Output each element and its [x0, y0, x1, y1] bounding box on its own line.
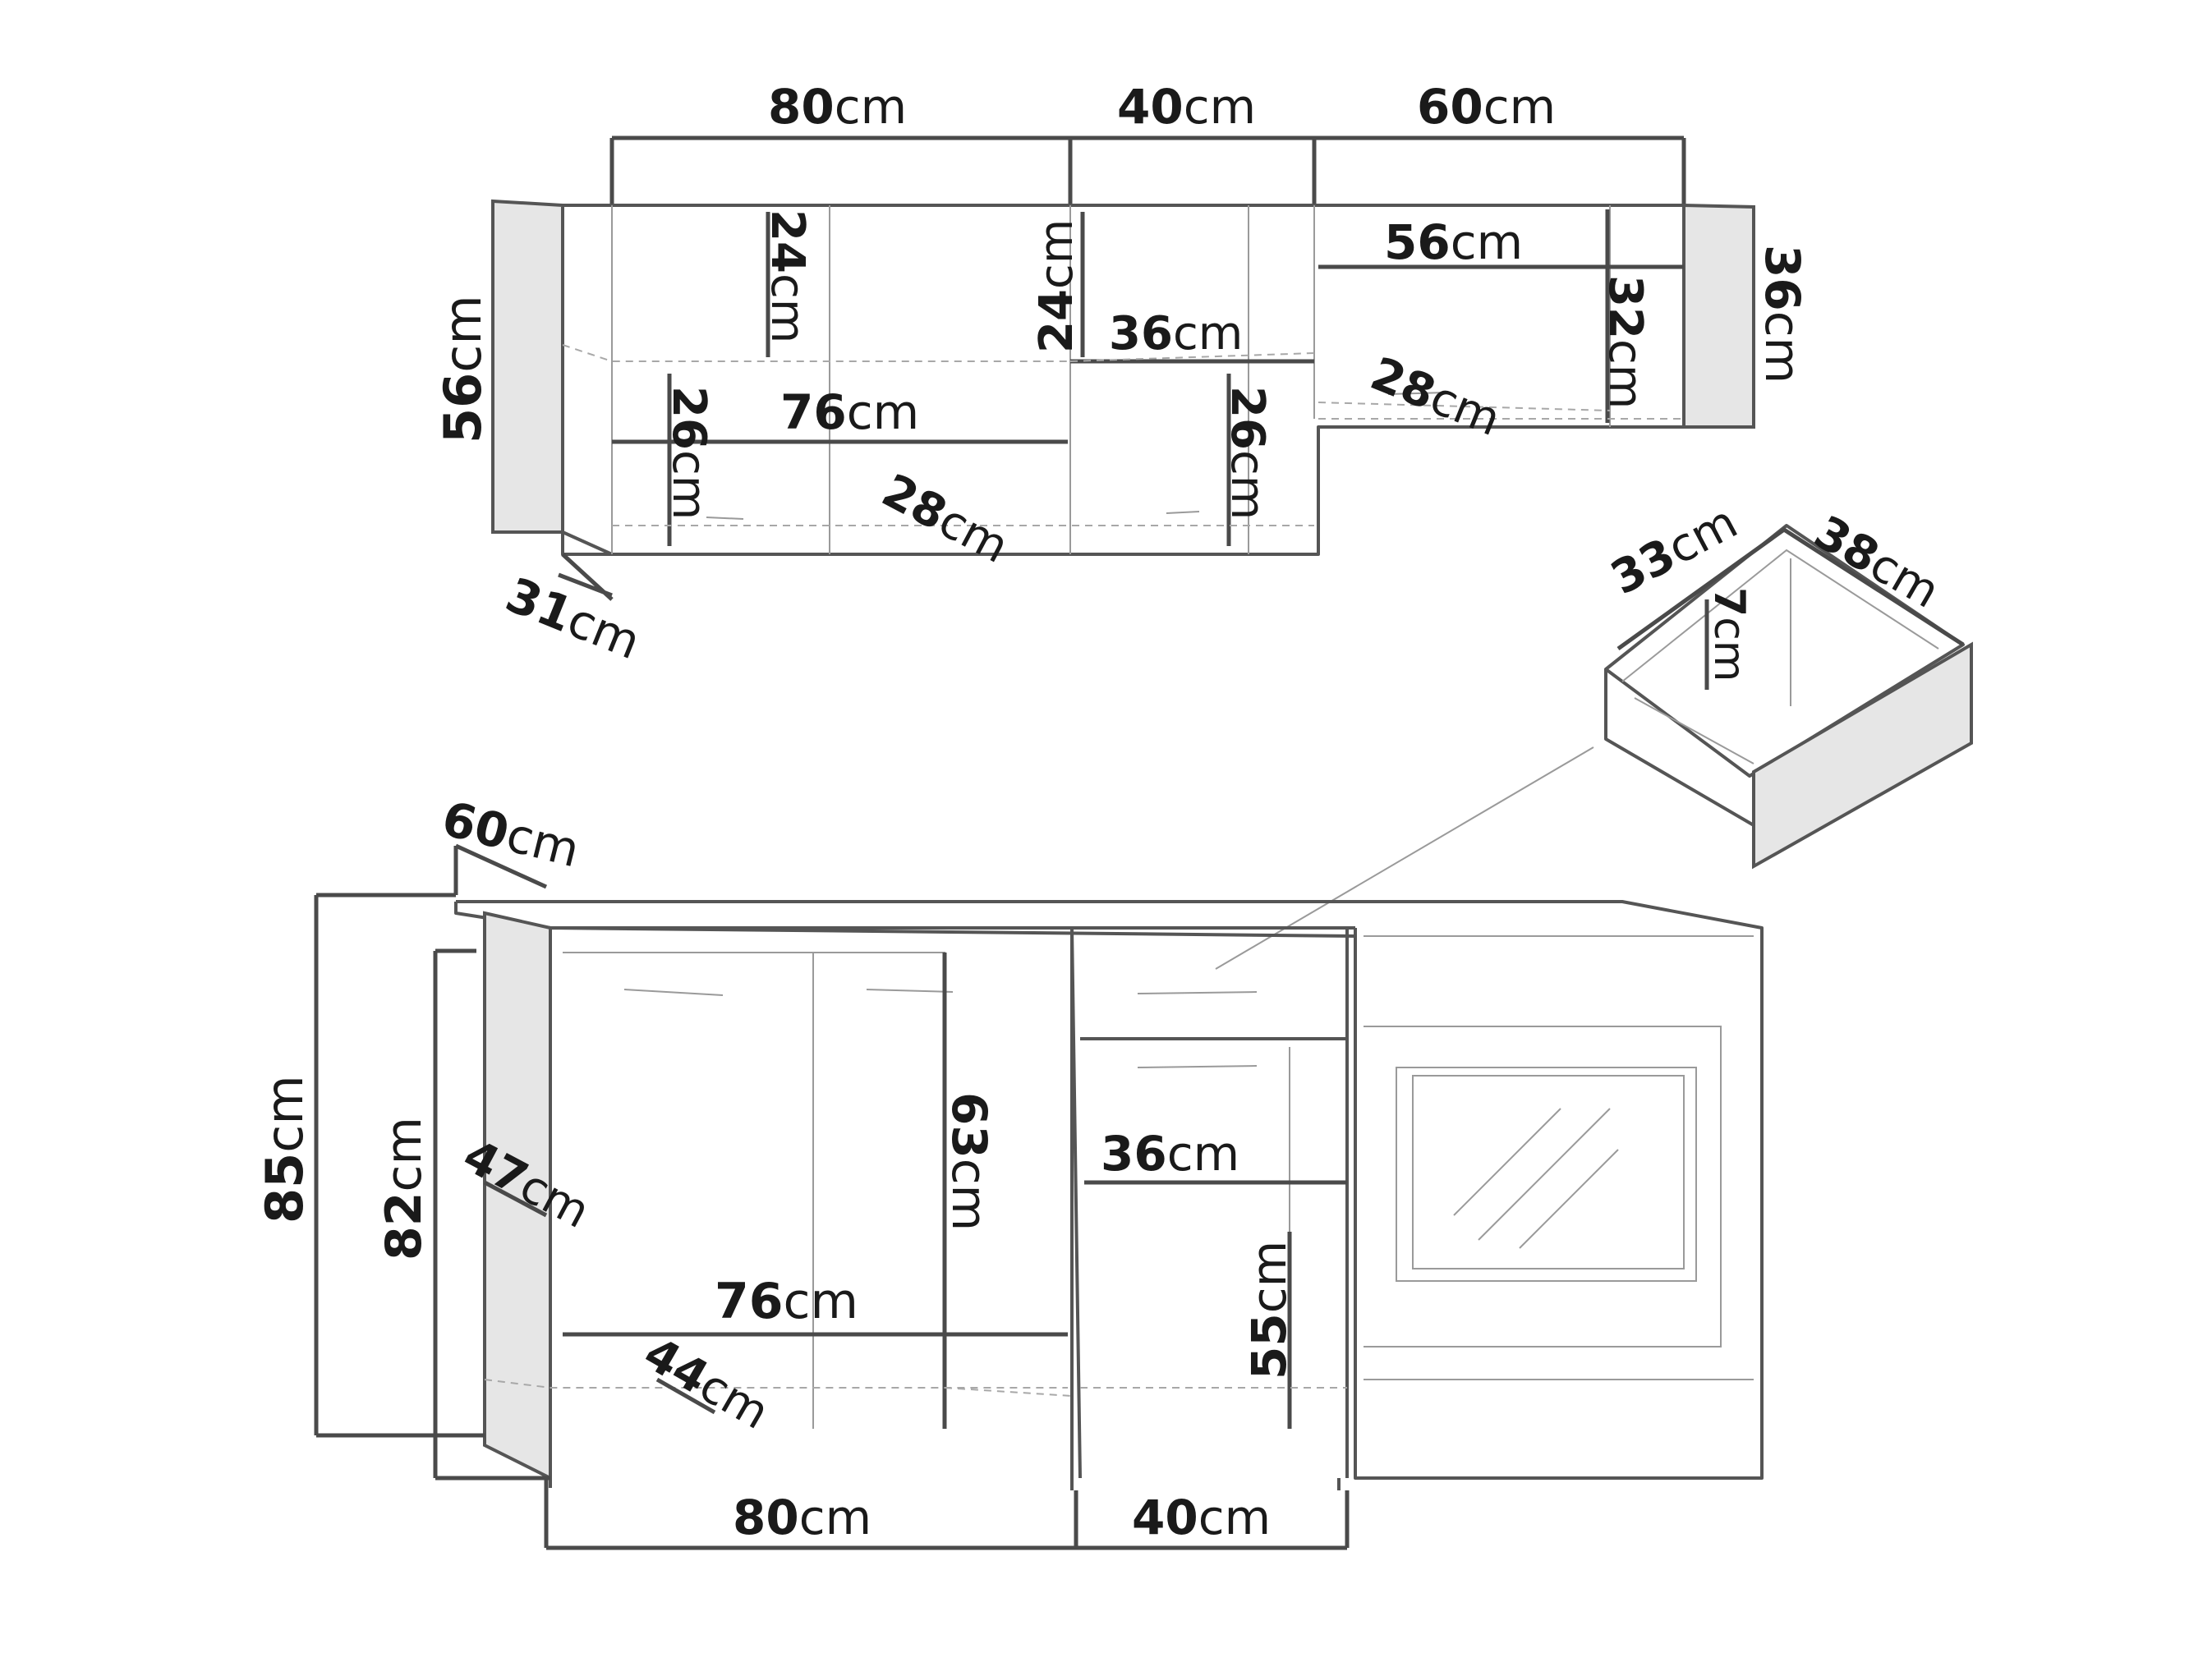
wall-left-lower-h1-value: 26 [662, 386, 715, 450]
base-top-depth-label: 60cm [437, 791, 586, 879]
wall-left-lower-h1-unit: cm [662, 450, 715, 520]
wall-right-shelf-height: 32cm [1598, 275, 1652, 409]
base-inner-height-label-value: 63 [941, 1092, 997, 1159]
countertop [454, 900, 1764, 1480]
wall-width-80-label-value: 80 [768, 79, 835, 135]
base-shelf-width-label-value: 76 [715, 1273, 784, 1330]
wall-left-shelf-width: 76cm [780, 384, 919, 440]
wall-right-side-panel [1682, 203, 1755, 429]
wall-left-shelf-h2-unit: cm [1030, 219, 1083, 289]
base-bottom-width-80-label: 80cm [733, 1490, 871, 1545]
base-bottom-width-40-label-value: 40 [1132, 1490, 1198, 1545]
wall-left-lower-h2-unit: cm [1221, 450, 1274, 520]
drawer-height-label: 7cm [1704, 587, 1754, 682]
base-middle-inner-height-label: 55cm [1241, 1241, 1297, 1380]
drawer-height-label-unit: cm [1704, 617, 1754, 682]
base-inner-height-label: 63cm [941, 1092, 997, 1231]
wall-corner-depth-label: 36cm [1754, 245, 1810, 383]
wall-width-40-label-value: 40 [1117, 79, 1184, 135]
wall-width-80-label: 80cm [768, 79, 907, 135]
base-shelf-width-label: 76cm [715, 1273, 858, 1330]
wall-middle-shelf-width-value: 36 [1109, 307, 1173, 360]
wall-left-lower-h1: 26cm [662, 386, 715, 520]
base-bottom-width-80-label-unit: cm [799, 1490, 871, 1545]
wall-cabinets [491, 135, 1755, 601]
wall-left-shelf-h1-unit: cm [761, 273, 814, 343]
drawer-depth-label: 38cm [1805, 506, 1948, 619]
wall-width-60-label: 60cm [1417, 79, 1556, 135]
base-total-height-label-value: 85 [255, 1153, 315, 1224]
wall-height-label-value: 56 [433, 373, 493, 443]
base-total-height-label: 85cm [255, 1075, 315, 1224]
base-carcass-height-label-value: 82 [375, 1192, 433, 1261]
wall-left-shelf-depth: 28cm [873, 464, 1017, 574]
wall-left-shelf-width-value: 76 [780, 384, 847, 440]
wall-middle-shelf-width: 36cm [1109, 307, 1243, 360]
base-carcass-height-label: 82cm [375, 1117, 433, 1260]
wall-height-label-unit: cm [433, 295, 493, 372]
wall-left-shelf-width-unit: cm [847, 384, 919, 440]
wall-height-label: 56cm [433, 295, 493, 443]
wall-left-shelf-h2: 24cm [1030, 219, 1083, 353]
wall-left-side-panel [491, 199, 564, 534]
wall-right-shelf-width-value: 56 [1384, 214, 1451, 270]
base-middle-shelf-width-label-value: 36 [1101, 1126, 1167, 1182]
wall-left-shelf-h1-value: 24 [761, 209, 814, 273]
base-bottom-width-40-label: 40cm [1132, 1490, 1271, 1545]
wall-middle-shelf-width-unit: cm [1173, 307, 1243, 360]
wall-width-40-label: 40cm [1117, 79, 1256, 135]
wall-right-shelf-height-value: 32 [1598, 275, 1652, 339]
base-total-height-label-unit: cm [255, 1075, 315, 1152]
base-inner-height-label-unit: cm [941, 1159, 997, 1231]
wall-right-shelf-width: 56cm [1384, 214, 1523, 270]
drawer-illustration [1215, 524, 1973, 970]
base-cabinets [314, 843, 1764, 1550]
wall-right-shelf-height-unit: cm [1598, 339, 1652, 409]
base-shelf-width-label-unit: cm [784, 1273, 858, 1330]
base-middle-shelf-width-label: 36cm [1101, 1126, 1239, 1182]
wall-corner-depth-label-unit: cm [1754, 311, 1810, 383]
wall-width-80-label-unit: cm [835, 79, 907, 135]
wall-left-shelf-h1: 24cm [761, 209, 814, 343]
wall-right-shelf-depth: 28cm [1364, 347, 1508, 447]
wall-width-60-label-value: 60 [1417, 79, 1483, 135]
base-middle-shelf-width-label-unit: cm [1167, 1126, 1239, 1182]
wall-right-shelf-width-unit: cm [1451, 214, 1523, 270]
base-top-depth-label-unit: cm [501, 806, 585, 878]
wall-left-lower-h2: 26cm [1221, 386, 1274, 520]
wall-width-60-label-unit: cm [1483, 79, 1556, 135]
wall-corner-depth-label-value: 36 [1754, 245, 1810, 311]
wall-left-lower-h2-value: 26 [1221, 386, 1274, 450]
drawer-height-label-value: 7 [1704, 587, 1754, 617]
base-middle-inner-height-label-value: 55 [1241, 1313, 1297, 1380]
wall-width-40-label-unit: cm [1184, 79, 1256, 135]
base-bottom-width-80-label-value: 80 [733, 1490, 799, 1545]
base-middle-inner-height-label-unit: cm [1241, 1241, 1297, 1313]
wall-width-dimension [609, 135, 1686, 205]
base-bottom-width-40-label-unit: cm [1198, 1490, 1271, 1545]
base-carcass-height-label-unit: cm [375, 1117, 433, 1191]
base-shelf-depth-label: 44cm [635, 1327, 778, 1440]
wall-left-shelf-h2-value: 24 [1030, 289, 1083, 353]
